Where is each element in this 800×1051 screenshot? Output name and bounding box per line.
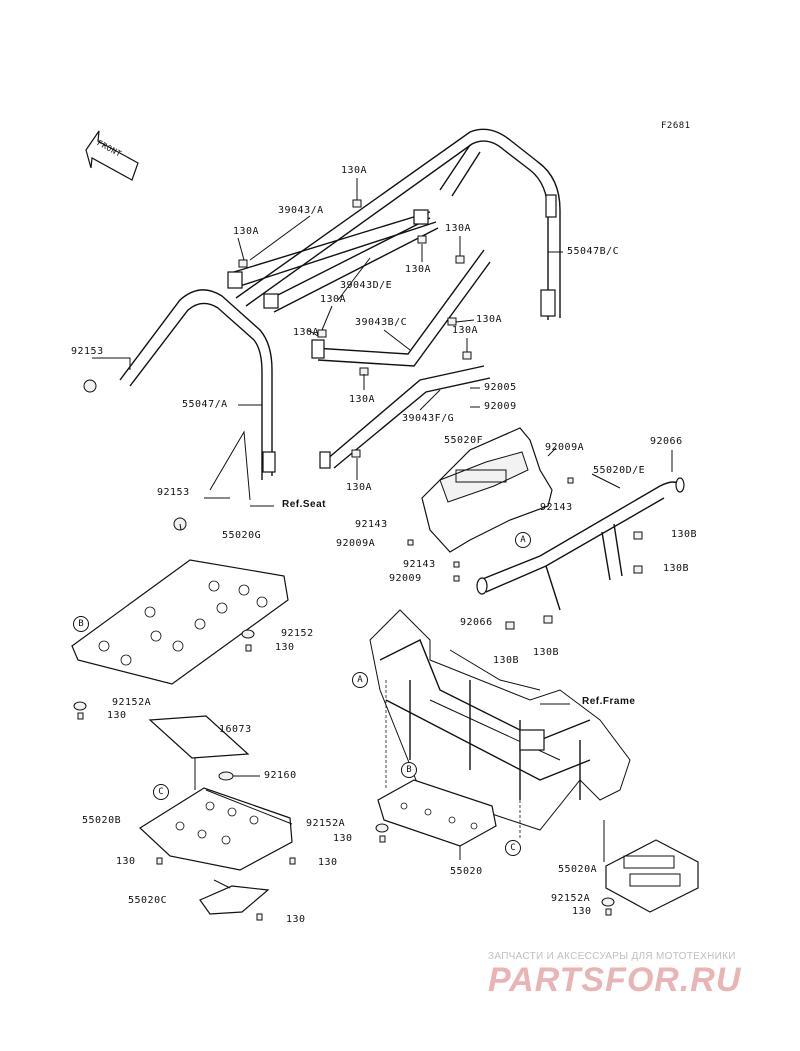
bolts-130a (83, 199, 472, 531)
callout-refseat: Ref.Seat (282, 499, 327, 510)
callout-130a-left: 130A (233, 226, 260, 237)
callout-55020a: 55020A (558, 864, 598, 875)
watermark-tagline: ЗАПЧАСТИ И АКСЕССУАРЫ ДЛЯ МОТОТЕХНИКИ (488, 951, 736, 962)
callout-130-e: 130 (318, 857, 338, 868)
callout-130a-b: 130A (293, 327, 320, 338)
callout-55020: 55020 (450, 866, 483, 877)
figure-code: F2681 (661, 121, 691, 131)
skid-plate-55020a (605, 839, 699, 913)
callout-92066-top: 92066 (650, 436, 683, 447)
callout-39043a: 39043/A (278, 205, 324, 216)
callout-92152a-l: 92152A (112, 697, 152, 708)
rear-support-bar (476, 477, 685, 630)
front-roll-bar (119, 289, 276, 501)
callout-39043bc: 39043B/C (355, 317, 408, 328)
ref-circle-a-2: A (352, 672, 368, 688)
callout-refframe: Ref.Frame (582, 696, 636, 707)
callout-92153-top: 92153 (71, 346, 104, 357)
callout-130-b: 130 (107, 710, 127, 721)
ref-circle-b-1: B (73, 616, 89, 632)
callout-130a-a: 130A (320, 294, 347, 305)
callout-92152a-r: 92152A (551, 893, 591, 904)
callout-55020b: 55020B (82, 815, 122, 826)
callout-130a-f: 130A (346, 482, 373, 493)
callout-55020de: 55020D/E (593, 465, 646, 476)
callout-55020c: 55020C (128, 895, 168, 906)
callout-130a-top: 130A (341, 165, 368, 176)
callout-92152a-m: 92152A (306, 818, 346, 829)
skid-plate-55020c (199, 879, 270, 915)
front-arrow-icon (85, 130, 139, 181)
callout-130b-4: 130B (533, 647, 560, 658)
callout-130-d: 130 (116, 856, 136, 867)
vehicle-frame (369, 609, 631, 840)
callout-130a-right: 130A (445, 223, 472, 234)
callout-130b-3: 130B (493, 655, 520, 666)
cross-tubes (227, 209, 491, 469)
callout-92009a-top: 92009A (545, 442, 585, 453)
callout-130b-2: 130B (663, 563, 690, 574)
callout-130-a: 130 (275, 642, 295, 653)
callout-92160: 92160 (264, 770, 297, 781)
callout-92009a-l: 92009A (336, 538, 376, 549)
callout-55020f: 55020F (444, 435, 484, 446)
callout-92143-m: 92143 (403, 559, 436, 570)
callout-130b-1: 130B (671, 529, 698, 540)
ref-circle-b-2: B (401, 762, 417, 778)
callout-130a-d: 130A (452, 325, 479, 336)
callout-92066-bot: 92066 (460, 617, 493, 628)
callout-16073: 16073 (219, 724, 252, 735)
seat-panel (421, 427, 553, 553)
callout-130-g: 130 (286, 914, 306, 925)
rear-roll-bar (235, 128, 561, 320)
ref-circle-c-2: C (505, 840, 521, 856)
callout-130a-mid: 130A (405, 264, 432, 275)
skid-plate-55020 (377, 779, 497, 847)
small-fasteners (73, 477, 615, 921)
callout-55020g: 55020G (222, 530, 262, 541)
callout-130a-e: 130A (349, 394, 376, 405)
ref-circle-a-1: A (515, 532, 531, 548)
callout-92009: 92009 (484, 401, 517, 412)
ref-circle-c-1: C (153, 784, 169, 800)
callout-55047a: 55047/A (182, 399, 228, 410)
callout-130a-c: 130A (476, 314, 503, 325)
callout-92009-m: 92009 (389, 573, 422, 584)
callout-55047bc: 55047B/C (567, 246, 620, 257)
callout-39043de: 39043D/E (340, 280, 393, 291)
callout-92152: 92152 (281, 628, 314, 639)
callout-92143-r: 92143 (540, 502, 573, 513)
watermark: ЗАПЧАСТИ И АКСЕССУАРЫ ДЛЯ МОТОТЕХНИКИ PA… (488, 951, 788, 998)
callout-92153-bot: 92153 (157, 487, 190, 498)
callout-130-c: 130 (333, 833, 353, 844)
skid-plate-55020b (139, 787, 293, 871)
callout-92143-l: 92143 (355, 519, 388, 530)
skid-plate-55020g (71, 559, 289, 685)
callout-130-f: 130 (572, 906, 592, 917)
watermark-logo: PARTSFOR.RU (488, 961, 742, 999)
pad-16073 (148, 715, 250, 759)
callout-92005: 92005 (484, 382, 517, 393)
callout-39043fg: 39043F/G (402, 413, 455, 424)
